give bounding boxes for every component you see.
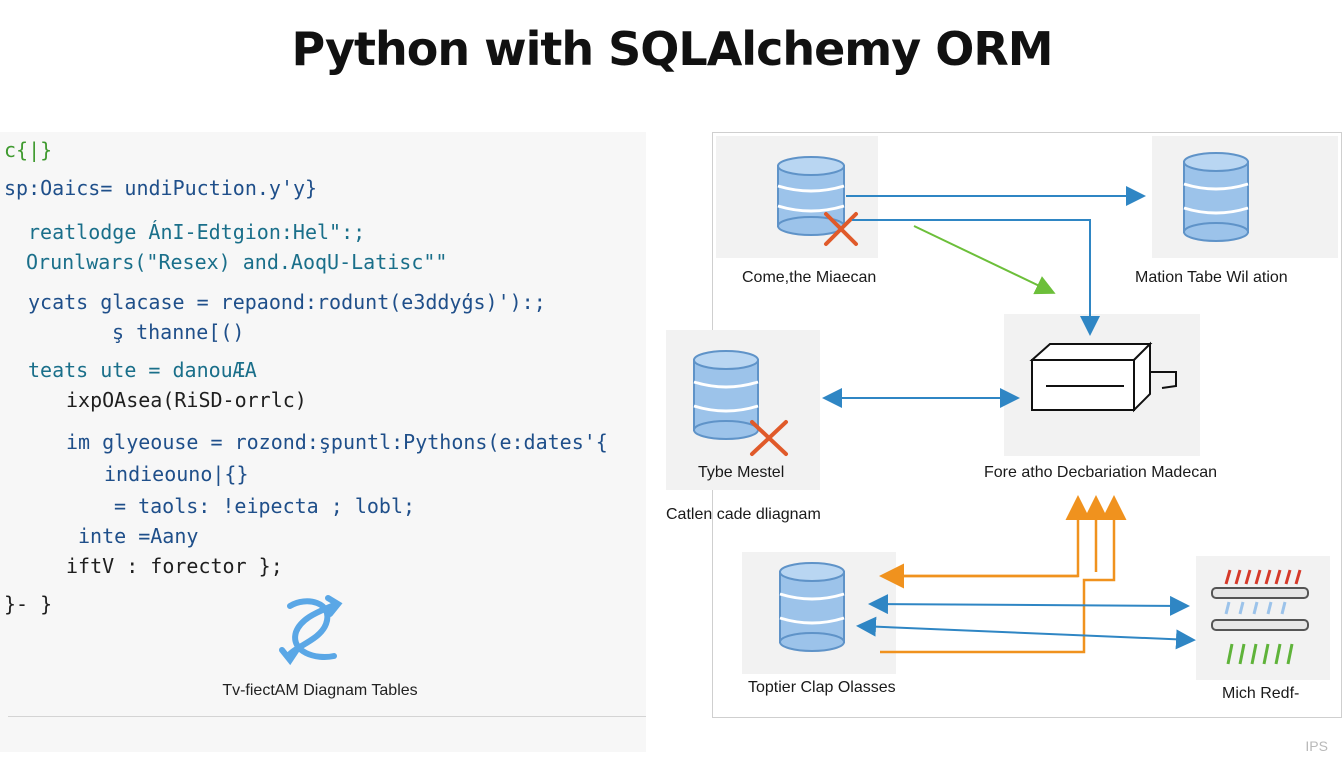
database-icon-mid-left [693, 350, 759, 440]
arrow-orange-1 [884, 495, 1091, 578]
code-line-13: iftV : forector }; [66, 554, 283, 578]
label-bottom-left: Toptier Clap Olasses [748, 679, 896, 696]
database-icon-bottom-left [779, 562, 845, 652]
label-mid-left: Tybe Mestel [698, 464, 785, 481]
database-icon-top-right [1183, 152, 1249, 242]
code-line-12: inte =Aany [78, 524, 199, 548]
label-bottom-right: Mich Redf- [1222, 685, 1300, 702]
code-line-5: ycats glacase = repaond:rodunt(e3ddyģs)'… [28, 290, 546, 314]
page-title: Python with SQLAlchemy ORM [291, 22, 1053, 76]
code-caption: Tv-fiectAM Diagnam Tables [222, 682, 418, 699]
arrow-bottom-bidirectional-2 [856, 616, 1196, 650]
code-line-11: = taols: !eipecta ; lobl; [114, 494, 416, 518]
code-line-8: ixpOAsea(RiSD-orrlc) [66, 388, 307, 412]
code-line-14: }- } [4, 592, 53, 616]
box-3d-icon [1029, 341, 1177, 413]
swap-arrows-icon [279, 595, 343, 666]
database-icon-top-left [777, 156, 845, 236]
code-line-9: im glyeouse = rozond:şpuntl:Pythons(e:da… [66, 430, 608, 454]
code-line-6: ş thanne[() [112, 320, 245, 344]
code-line-3: reatlodge ÁnI-Edtgion:Hel":; [28, 220, 366, 244]
box-bottom-right [1196, 556, 1330, 680]
label-top-right: Mation Tabe Wil ation [1135, 269, 1288, 286]
label-center: Fore atho Decbariation Madecan [984, 464, 1218, 481]
code-line-1: c{|} [4, 138, 53, 162]
code-line-7: teats ute = danouÆA [28, 358, 257, 382]
cross-icon-top [824, 212, 858, 246]
columns-icon [1211, 569, 1309, 665]
code-line-4: Orunlwars("Resex) and.AoqU-Latisc"" [26, 250, 448, 274]
code-line-10: indieouno|{} [104, 462, 249, 486]
code-panel: c{|} sp:Oaics= undiPuction.y'y} reatlodg… [0, 132, 646, 752]
watermark: IPS [1305, 738, 1328, 754]
cross-icon-mid [750, 420, 788, 456]
arrow-green-diagonal [913, 225, 1056, 295]
code-line-2: sp:Oaics= undiPuction.y'y} [4, 176, 318, 200]
arrow-orange-3 [880, 495, 1127, 654]
arrow-bottom-bidirectional-1 [868, 594, 1190, 616]
label-mid-left-outer: Catlen cade dliagnam [666, 506, 821, 523]
label-top-left: Come,the Miaecan [742, 269, 877, 286]
code-divider [8, 716, 646, 717]
arrow-top-down [852, 219, 1100, 336]
